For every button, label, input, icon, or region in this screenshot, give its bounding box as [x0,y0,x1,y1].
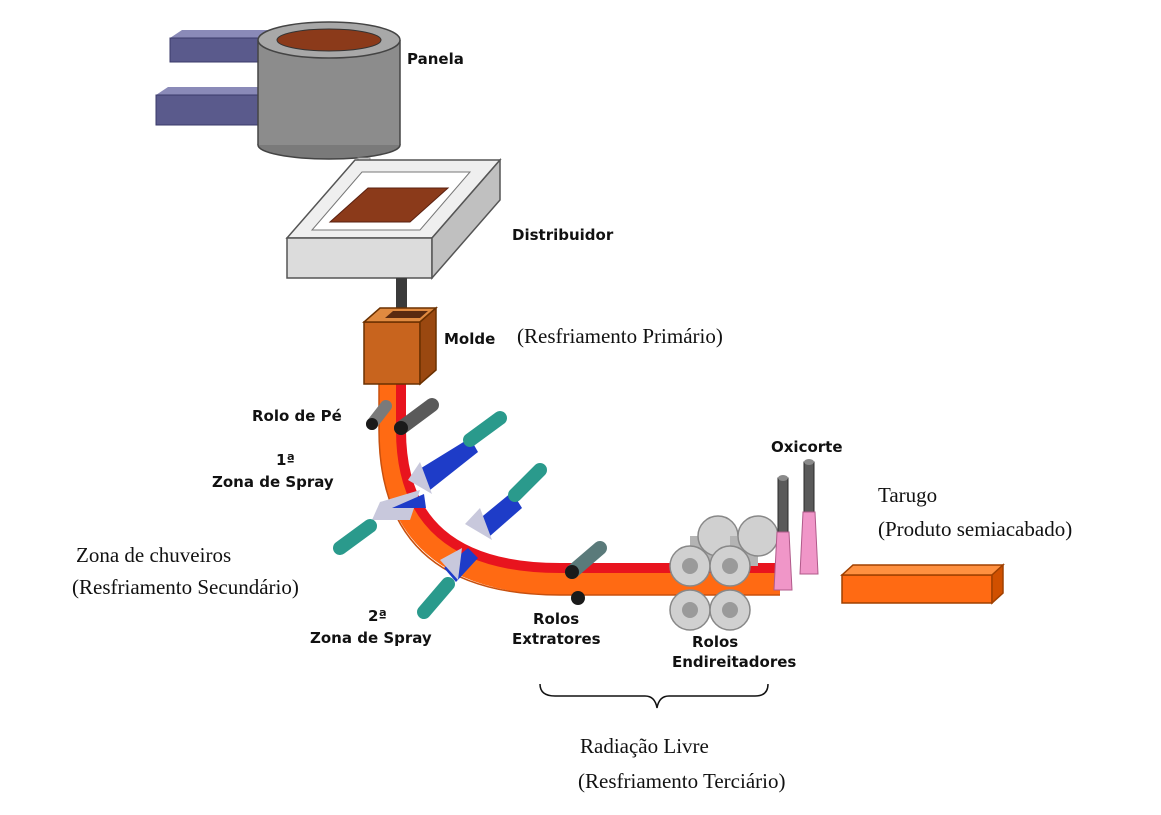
withdrawal-rolls [565,541,607,605]
strand-outer-edge [378,378,780,596]
label-rolo-de-pe: Rolo de Pé [252,407,342,425]
label-zona-chuveiros: Zona de chuveiros [76,543,231,567]
label-resfriamento-primario: (Resfriamento Primário) [517,324,723,348]
label-distribuidor: Distribuidor [512,226,614,244]
tundish [285,157,502,281]
oxyfuel-torches [773,459,819,591]
spray-zone-1 [333,411,507,555]
label-rolos-endireitadores-1: Rolos [692,633,738,651]
radiation-brace [539,683,769,709]
label-rolos-extratores-1: Rolos [533,610,579,628]
label-zona-2-num: 2ª [368,607,387,625]
mold [362,306,438,386]
label-molde: Molde [444,330,495,348]
molten-steel-ladle [276,28,382,52]
label-zona-1: Zona de Spray [212,473,334,491]
label-oxicorte: Oxicorte [771,438,843,456]
label-radiacao-livre: Radiação Livre [580,734,709,758]
ladle [257,21,401,160]
label-rolos-extratores-2: Extratores [512,630,601,648]
label-rolos-endireitadores-2: Endireitadores [672,653,796,671]
submerged-nozzle [396,278,407,316]
label-resfriamento-secundario: (Resfriamento Secundário) [72,575,299,599]
label-panela: Panela [407,50,464,68]
spray-zone-2 [417,463,547,619]
molten-steel-tundish [328,187,450,223]
strand-outer [379,378,780,595]
label-tarugo: Tarugo [878,483,937,507]
label-produto-semiacabado: (Produto semiacabado) [878,517,1072,541]
strand-core [396,378,780,573]
label-resfriamento-terciario: (Resfriamento Terciário) [578,769,785,793]
straightening-rolls [669,515,779,631]
label-zona-2: Zona de Spray [310,629,432,647]
label-zona-1-num: 1ª [276,451,295,469]
foot-rolls [366,398,439,435]
billet-product [840,563,1005,605]
